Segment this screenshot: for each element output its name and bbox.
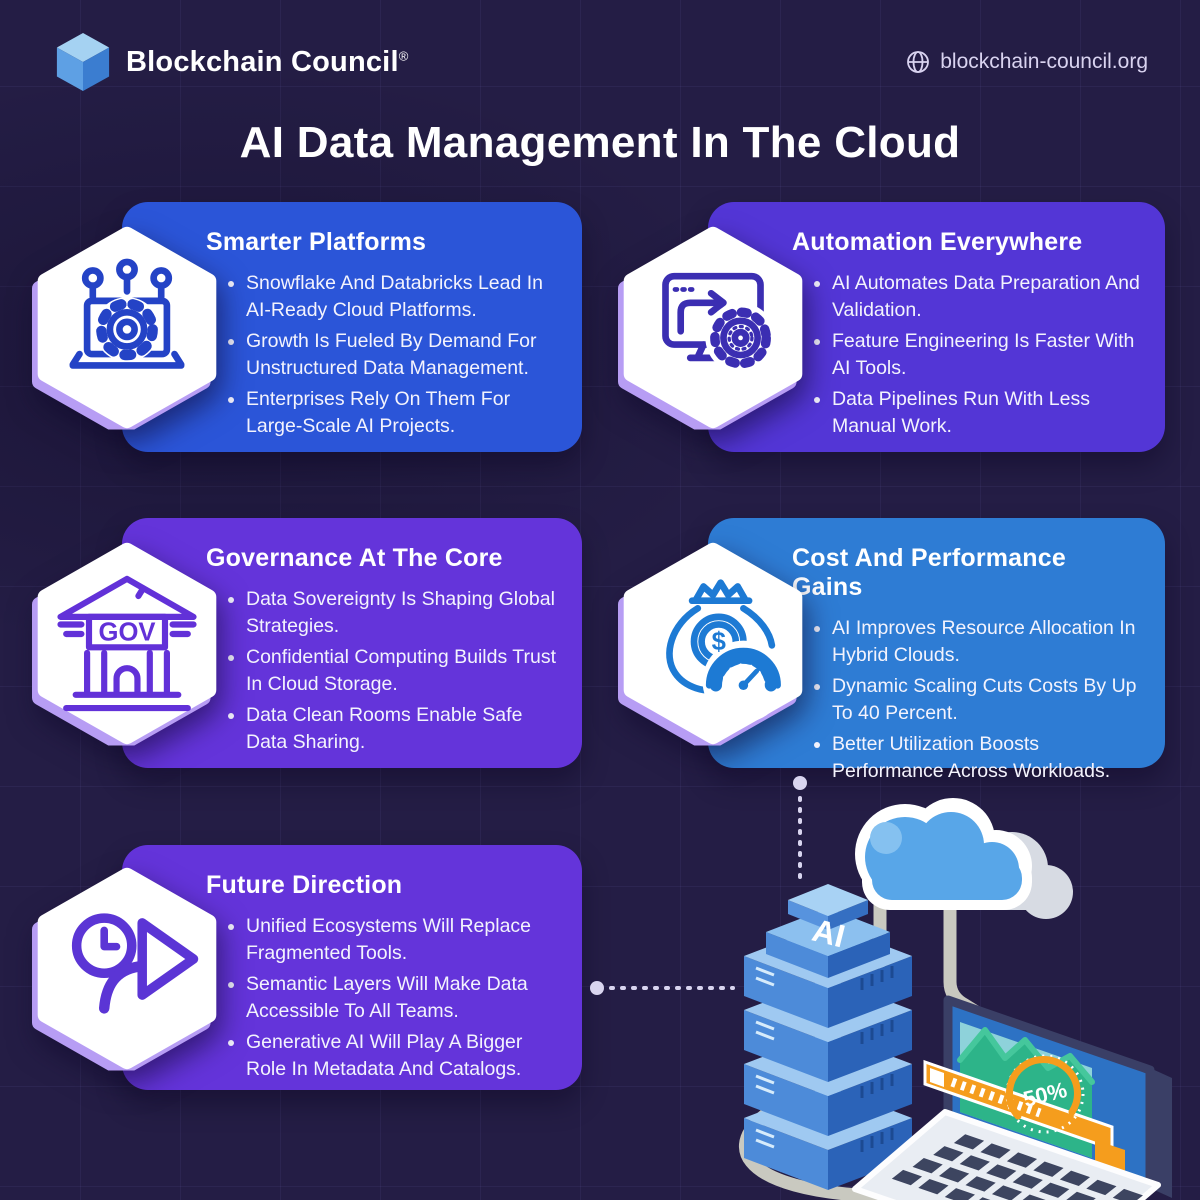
cloud [855, 798, 1073, 919]
brand-text: Blockchain Council [126, 45, 399, 78]
money-bag-gauge-icon: $ [618, 541, 808, 746]
server-stack: AI [744, 884, 912, 1190]
gov-building-icon: GOV [32, 541, 222, 746]
card-title: Automation Everywhere [792, 228, 1083, 256]
bullet: AI Improves Resource Allocation In Hybri… [832, 615, 1143, 668]
dollar-label: $ [712, 628, 726, 656]
bullet: Data Clean Rooms Enable Safe Data Sharin… [246, 702, 560, 755]
card-cost-and-performance-gains: $ Cost And Performance Gains AI Improves… [618, 518, 1165, 782]
cloud-highlight [870, 822, 902, 854]
bullet: AI Automates Data Preparation And Valida… [832, 270, 1143, 323]
ai-block: AI [766, 884, 890, 978]
card-bullets: AI Improves Resource Allocation In Hybri… [792, 615, 1143, 784]
bullet: Generative AI Will Play A Bigger Role In… [246, 1029, 560, 1082]
laptop-keys [891, 1134, 1155, 1200]
card-bullets: Data Sovereignty Is Shaping Global Strat… [206, 586, 560, 755]
card-governance-at-the-core: GOV Governance At The Core Data Sovereig… [32, 518, 582, 768]
gov-label: GOV [99, 619, 156, 647]
connector-dots [590, 776, 807, 995]
card-title: Cost And Performance Gains [792, 544, 1066, 601]
chart-line [957, 1027, 1095, 1085]
card-automation-everywhere: Automation Everywhere AI Automates Data … [618, 202, 1165, 452]
website-text: blockchain-council.org [940, 50, 1148, 73]
bullet: Unified Ecosystems Will Replace Fragment… [246, 913, 560, 966]
card-title: Future Direction [206, 871, 403, 899]
bullet: Better Utilization Boosts Performance Ac… [832, 731, 1143, 784]
card-title: Governance At The Core [206, 544, 503, 572]
bullet: Data Sovereignty Is Shaping Global Strat… [246, 586, 560, 639]
laptop: 50% [852, 995, 1172, 1200]
registered-mark: ® [398, 47, 409, 63]
card-bullets: AI Automates Data Preparation And Valida… [792, 270, 1143, 439]
clock-forward-arrow-icon [32, 865, 222, 1070]
card-smarter-platforms: Smarter Platforms Snowflake And Databric… [32, 202, 582, 452]
cube-logo-icon [56, 33, 110, 91]
card-bullets: Snowflake And Databricks Lead In AI-Read… [206, 270, 560, 439]
globe-icon [907, 51, 930, 73]
cloud-server-illustration: AI 50% [590, 776, 1172, 1200]
card-future-direction: Future Direction Unified Ecosystems Will… [32, 845, 582, 1090]
laptop-gear-circuit-icon [32, 225, 222, 430]
brand: Blockchain Council® [54, 30, 408, 94]
bullet: Snowflake And Databricks Lead In AI-Read… [246, 270, 560, 323]
bullet: Feature Engineering Is Faster With AI To… [832, 328, 1143, 381]
bullet: Dynamic Scaling Cuts Costs By Up To 40 P… [832, 673, 1143, 726]
card-title: Smarter Platforms [206, 228, 427, 256]
bullet: Growth Is Fueled By Demand For Unstructu… [246, 328, 560, 381]
website: blockchain-council.org [906, 50, 1148, 74]
bullet: Semantic Layers Will Make Data Accessibl… [246, 971, 560, 1024]
bullet: Data Pipelines Run With Less Manual Work… [832, 386, 1143, 439]
monitor-arrow-gear-icon [618, 225, 808, 430]
bullet: Enterprises Rely On Them For Large-Scale… [246, 386, 560, 439]
laptop-screen-side [1150, 1068, 1172, 1198]
header: Blockchain Council® blockchain-council.o… [0, 0, 1200, 100]
page-title: AI Data Management In The Cloud [239, 118, 961, 167]
bullet: Confidential Computing Builds Trust In C… [246, 644, 560, 697]
card-bullets: Unified Ecosystems Will Replace Fragment… [206, 913, 560, 1082]
brand-name: Blockchain Council® [126, 46, 408, 79]
